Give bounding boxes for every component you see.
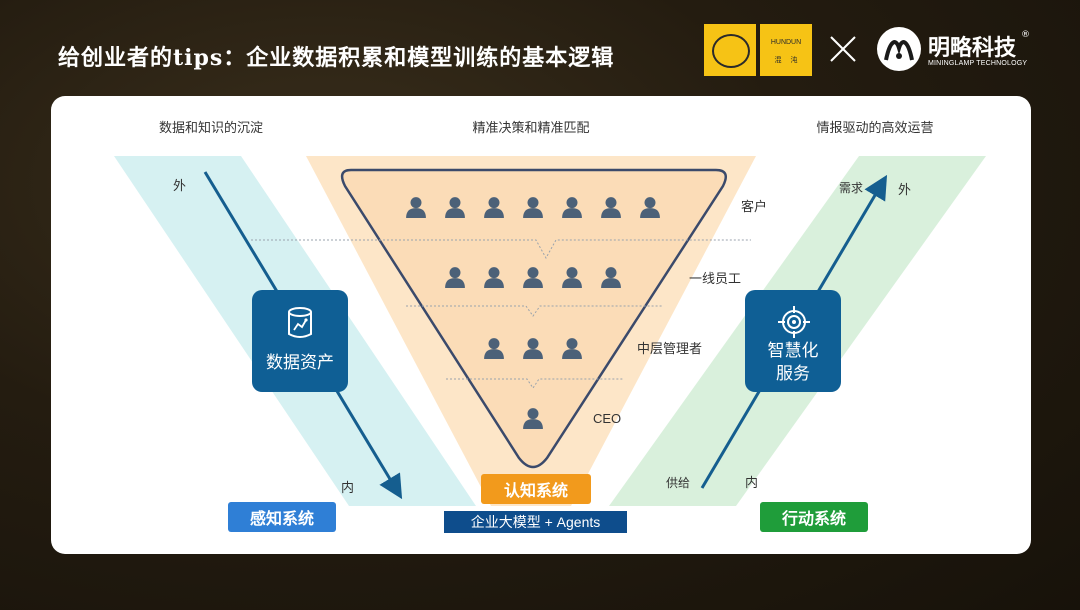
hundun-logo-text-block: HUNDUN 混 沌 xyxy=(760,24,812,76)
diagram-card: 客户 一线员工 中层管理者 CEO 数据和知识的沉淀 精准决策和精准匹配 情报驱… xyxy=(51,96,1031,554)
left-inner-label: 内 xyxy=(341,480,354,495)
hundun-logo: HUNDUN 混 沌 xyxy=(704,24,812,76)
mininglamp-subtitle: MININGLAMP TECHNOLOGY xyxy=(928,60,1028,67)
mininglamp-logo-icon xyxy=(877,27,921,71)
database-icon xyxy=(288,307,312,338)
hundun-logo-text: HUNDUN xyxy=(770,39,802,46)
cognition-system-label: 认知系统 xyxy=(481,474,591,504)
level-label-middle-mgmt: 中层管理者 xyxy=(637,341,702,356)
level-label-customer: 客户 xyxy=(741,199,767,214)
data-assets-box: 数据资产 xyxy=(252,290,348,392)
data-assets-label: 数据资产 xyxy=(266,353,334,372)
smart-service-label-2: 服务 xyxy=(776,364,810,383)
left-outer-label: 外 xyxy=(173,178,186,193)
top-label-center: 精准决策和精准匹配 xyxy=(472,120,589,135)
page-title: 给创业者的tips：企业数据积累和模型训练的基本逻辑 xyxy=(58,45,615,71)
mininglamp-name: 明略科技 xyxy=(928,35,1017,60)
smart-service-label-1: 智慧化 xyxy=(767,341,819,360)
right-supply-label: 供给 xyxy=(666,476,690,490)
enterprise-model-bar: 企业大模型 + Agents xyxy=(444,511,627,533)
perception-system-label: 感知系统 xyxy=(228,502,336,532)
hundun-logo-sub-left: 混 xyxy=(774,57,782,64)
level-label-staff: 一线员工 xyxy=(689,271,741,286)
collab-cross-icon xyxy=(830,36,856,62)
hundun-logo-mark xyxy=(704,24,756,76)
hundun-logo-sub-right: 沌 xyxy=(790,57,798,64)
mininglamp-registered: ® xyxy=(1021,30,1030,40)
action-system-label: 行动系统 xyxy=(760,502,868,532)
right-inner-label: 内 xyxy=(745,475,758,490)
pyramid xyxy=(340,168,728,469)
top-label-right: 情报驱动的高效运营 xyxy=(816,120,933,135)
right-outer-label: 外 xyxy=(898,182,911,197)
top-label-left: 数据和知识的沉淀 xyxy=(159,120,263,135)
smart-service-box: 智慧化 服务 xyxy=(745,290,841,392)
hundun-ring-icon xyxy=(712,34,750,68)
right-demand-label: 需求 xyxy=(839,181,863,195)
target-icon xyxy=(778,306,810,338)
level-label-ceo: CEO xyxy=(593,411,621,426)
level-separators xyxy=(251,239,751,389)
